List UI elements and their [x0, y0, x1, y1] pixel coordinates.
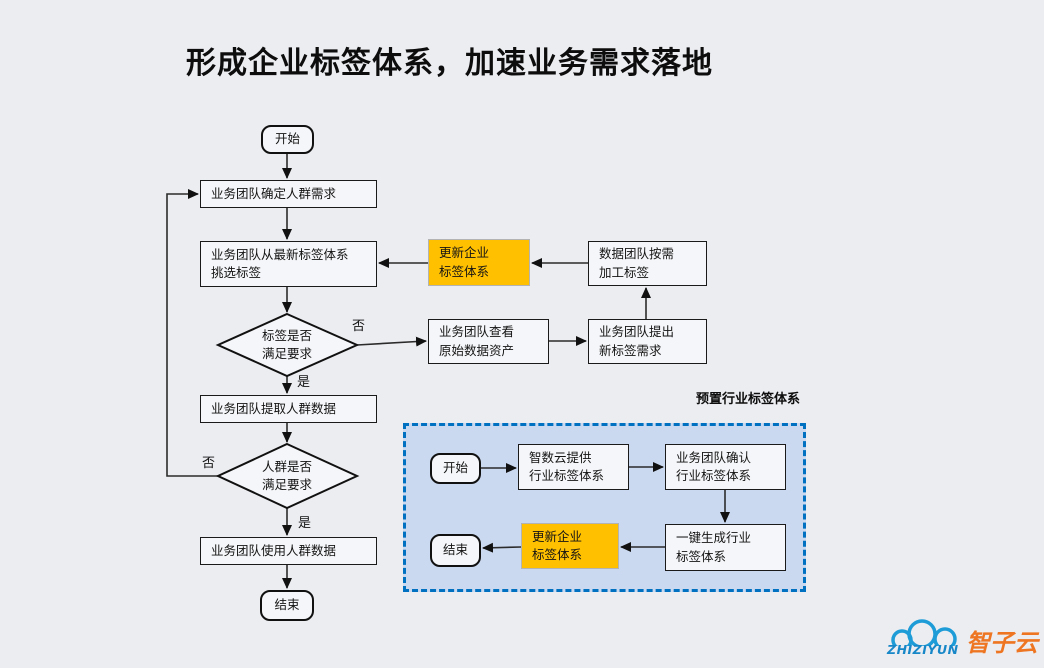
decision-diamonds: [215, 312, 360, 510]
preset-update-system-node: 更新企业 标签体系: [521, 523, 619, 569]
tag-decision-diamond: [215, 312, 360, 378]
preset-end-node: 结束: [430, 534, 481, 567]
use-data-node: 业务团队使用人群数据: [200, 537, 377, 565]
crowd-decision-label: 人群是否 满足要求: [261, 458, 312, 492]
crowd-decision-diamond: [215, 442, 360, 510]
process-tags-node: 数据团队按需 加工标签: [588, 241, 707, 286]
cloud-icon: [888, 619, 966, 653]
tag-decision-label: 标签是否 满足要求: [261, 327, 312, 361]
preset-generate-system-node: 一键生成行业 标签体系: [665, 524, 786, 571]
start-node: 开始: [261, 125, 314, 154]
tag-decision-no-label: 否: [352, 319, 366, 334]
end-node: 结束: [260, 590, 314, 621]
propose-tags-node: 业务团队提出 新标签需求: [588, 319, 707, 364]
crowd-decision-yes-label: 是: [298, 516, 312, 531]
brand-name-cn: 智子云: [966, 629, 1038, 657]
connector-arrows: [166, 153, 730, 589]
page-title: 形成企业标签体系，加速业务需求落地: [186, 46, 713, 81]
brand-logo: ZHIZIYUN 智子云: [884, 617, 1038, 663]
preset-provide-system-node: 智数云提供 行业标签体系: [518, 444, 629, 490]
preset-section-title: 预置行业标签体系: [695, 392, 800, 407]
brand-name-en: ZHIZIYUN: [887, 642, 959, 657]
determine-demand-node: 业务团队确定人群需求: [200, 180, 377, 208]
crowd-decision-no-label: 否: [202, 456, 216, 471]
view-assets-node: 业务团队查看 原始数据资产: [428, 319, 549, 364]
tag-decision-yes-label: 是: [297, 375, 311, 390]
pick-tags-node: 业务团队从最新标签体系 挑选标签: [200, 241, 377, 287]
preset-start-node: 开始: [430, 453, 481, 484]
extract-data-node: 业务团队提取人群数据: [200, 395, 377, 423]
preset-confirm-system-node: 业务团队确认 行业标签体系: [665, 444, 786, 490]
update-system-node: 更新企业 标签体系: [428, 239, 530, 286]
